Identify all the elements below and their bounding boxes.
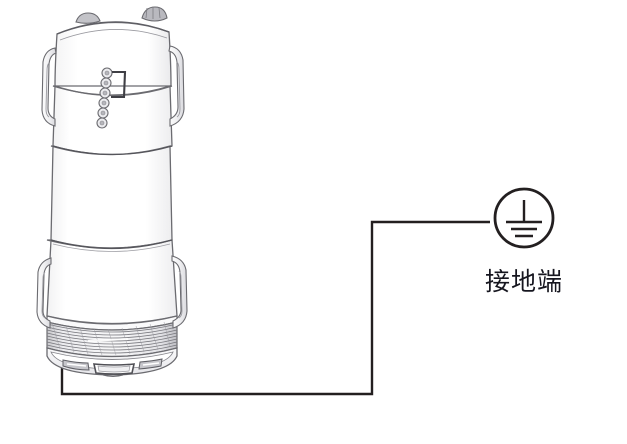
lower-body-seam-inner — [52, 243, 171, 252]
connector-right-slot-line — [142, 362, 160, 366]
lower-body-seam-outer — [50, 239, 173, 250]
upper-body-top-seam — [54, 85, 173, 97]
top-nub-right-rib-1 — [145, 7, 148, 19]
device-illustration — [36, 6, 188, 378]
base-connectors — [62, 358, 163, 378]
top-nub-right — [141, 6, 168, 22]
handle-upper-right — [168, 45, 185, 127]
indicator-leds — [96, 67, 113, 129]
thread-lines — [46, 323, 178, 354]
handle-lower-right — [171, 255, 188, 329]
handle-lower-right-inner — [178, 270, 183, 319]
thread-highlight — [87, 338, 129, 342]
thread-diagonals — [51, 321, 171, 356]
handle-upper-left — [41, 47, 57, 127]
led-indicator-1 — [101, 67, 113, 79]
connector-left-slot-line — [66, 363, 87, 367]
ground-wire-group — [60, 220, 490, 396]
handle-lower-right-outer — [171, 255, 188, 329]
ground-wire-path — [60, 220, 490, 396]
handle-lower-left-inner — [41, 271, 46, 319]
handle-upper-right-inner — [176, 61, 181, 118]
mid-body-seam — [52, 145, 173, 156]
handle-upper-left-inner — [45, 62, 50, 118]
ground-symbol — [493, 187, 555, 249]
led-indicator-4 — [98, 97, 110, 109]
led-indicator-5 — [97, 107, 109, 119]
lower-body — [46, 239, 178, 325]
top-cap-rim-inner — [59, 29, 168, 41]
top-nub-right-rib-3 — [158, 7, 161, 19]
mid-body — [50, 145, 173, 249]
led-indicator-6 — [96, 117, 108, 129]
handle-lower-left — [36, 257, 52, 329]
handle-upper-left-outer — [41, 47, 57, 127]
handle-lower-left-outer — [36, 257, 52, 329]
top-cap-rim-outer — [56, 21, 170, 35]
led-indicator-3 — [99, 87, 111, 99]
top-cap-body — [54, 21, 172, 87]
connector-center-port-inner — [97, 365, 131, 373]
ground-terminal-label: 接地端 — [484, 267, 563, 296]
led-indicator-2 — [100, 77, 112, 89]
top-nub-left — [75, 12, 101, 24]
square-bracket-marking — [111, 70, 127, 99]
top-nubs — [75, 6, 168, 24]
base-notch — [102, 374, 124, 378]
